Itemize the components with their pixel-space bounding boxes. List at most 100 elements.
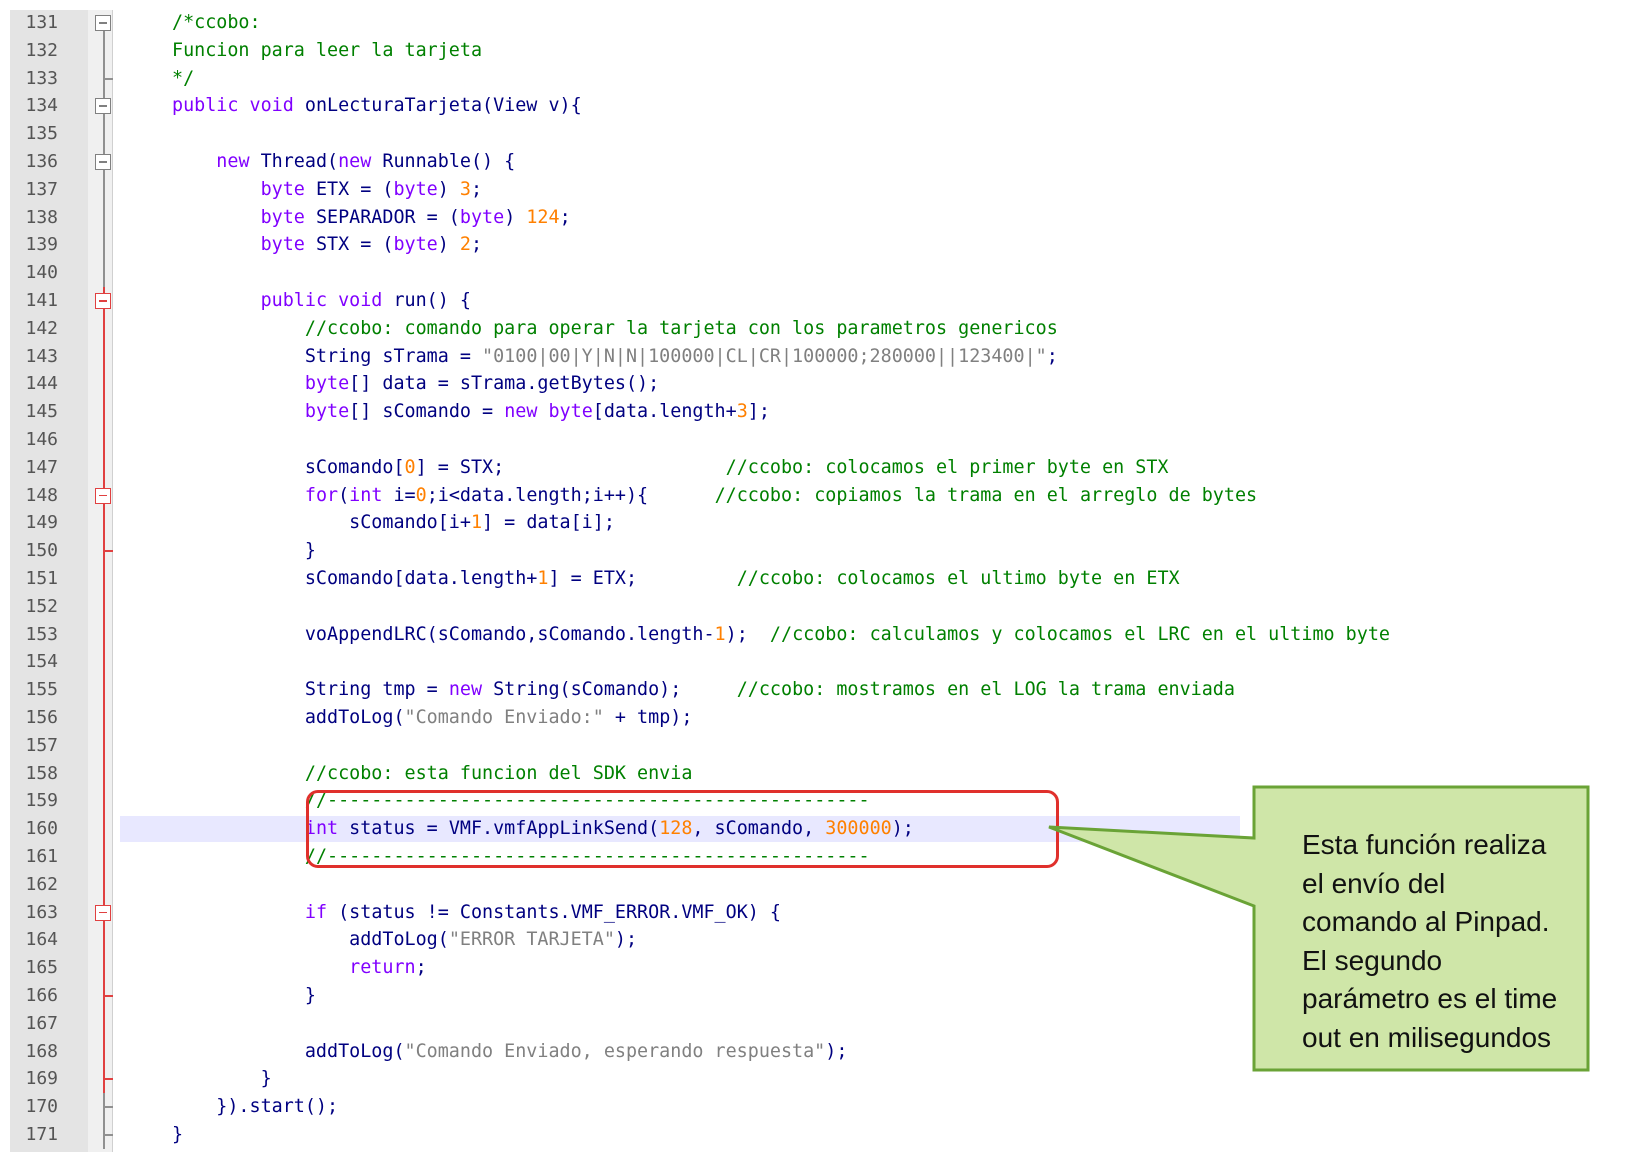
line-number: 138 [25, 206, 58, 228]
code-text[interactable]: int status = VMF.vmfAppLinkSend(128, sCo… [172, 815, 914, 843]
code-text[interactable]: for(int i=0;i<data.length;i++){ //ccobo:… [172, 482, 1257, 510]
code-text[interactable]: byte SEPARADOR = (byte) 124; [172, 204, 571, 232]
code-line[interactable]: 168 addToLog("Comando Enviado, esperando… [0, 1037, 1648, 1066]
code-text[interactable]: }).start(); [172, 1093, 338, 1121]
code-text[interactable]: //--------------------------------------… [172, 787, 870, 815]
code-line[interactable]: 141 public void run() { [0, 287, 1648, 315]
code-line[interactable]: 151 sComando[data.length+1] = ETX; //cco… [0, 565, 1648, 593]
code-text[interactable]: sComando[i+1] = data[i]; [172, 509, 615, 537]
code-text[interactable]: } [172, 1065, 272, 1093]
code-line[interactable]: 147 sComando[0] = STX; //ccobo: colocamo… [0, 453, 1648, 482]
code-text[interactable]: voAppendLRC(sComando,sComando.length-1);… [172, 621, 1390, 649]
code-line[interactable]: 138 byte SEPARADOR = (byte) 124; [0, 203, 1648, 232]
code-line[interactable]: 154 [0, 648, 1648, 677]
code-line[interactable]: 166 } [0, 982, 1648, 1010]
fold-toggle-icon[interactable] [95, 98, 111, 115]
code-line[interactable]: 137 byte ETX = (byte) 3; [0, 175, 1648, 204]
line-number: 165 [25, 957, 58, 979]
line-number: 131 [25, 12, 58, 33]
line-number: 152 [25, 595, 58, 617]
code-text[interactable]: byte[] data = sTrama.getBytes(); [172, 370, 659, 398]
code-line[interactable]: 158 //ccobo: esta funcion del SDK envia [0, 759, 1648, 788]
callout-line: El segundo [1302, 944, 1443, 976]
code-text[interactable]: String sTrama = "0100|00|Y|N|N|100000|CL… [172, 343, 1058, 371]
code-line[interactable]: 149 sComando[i+1] = data[i]; [0, 509, 1648, 538]
code-token: sComando[i+ [172, 512, 471, 534]
code-token: 124 [526, 206, 560, 228]
code-line[interactable]: 131 /*ccobo: [0, 9, 1648, 37]
code-token: voAppendLRC(sComando,sComando.length- [172, 623, 715, 645]
fold-toggle-icon[interactable] [95, 904, 111, 921]
code-text[interactable]: sComando[data.length+1] = ETX; //ccobo: … [172, 565, 1180, 593]
code-line[interactable]: 157 [0, 731, 1648, 760]
code-line[interactable]: 165 return; [0, 954, 1648, 982]
code-text[interactable]: } [172, 1121, 183, 1149]
code-line[interactable]: 133*/ [0, 64, 1648, 93]
code-line[interactable]: 150 } [0, 537, 1648, 565]
code-text[interactable]: //ccobo: comando para operar la tarjeta … [172, 315, 1058, 343]
fold-toggle-icon[interactable] [95, 293, 111, 309]
code-token: [] sComando = [349, 401, 505, 423]
fold-toggle-icon[interactable] [95, 15, 111, 31]
code-text[interactable]: //--------------------------------------… [172, 843, 870, 871]
code-token: byte [260, 206, 305, 228]
code-text[interactable]: byte STX = (byte) 2; [172, 231, 482, 259]
code-text[interactable]: */ [172, 65, 194, 93]
code-text[interactable]: public void run() { [172, 287, 471, 315]
fold-toggle-icon[interactable] [95, 154, 111, 170]
code-text[interactable]: sComando[0] = STX; //ccobo: colocamos el… [172, 454, 1169, 482]
code-line[interactable]: 144 byte[] data = sTrama.getBytes(); [0, 370, 1648, 399]
code-line[interactable]: 135 [0, 120, 1648, 148]
fold-line [103, 342, 105, 371]
code-text[interactable]: new Thread(new Runnable() { [172, 148, 515, 176]
code-line[interactable]: 139 byte STX = (byte) 2; [0, 231, 1648, 260]
code-text[interactable]: return; [172, 954, 427, 982]
code-line[interactable]: 153 voAppendLRC(sComando,sComando.length… [0, 620, 1648, 649]
code-line[interactable]: 155 String tmp = new String(sComando); /… [0, 676, 1648, 704]
code-text[interactable]: byte[] sComando = new byte[data.length+3… [172, 398, 770, 426]
line-number: 156 [25, 707, 58, 728]
code-line[interactable]: 136 new Thread(new Runnable() { [0, 148, 1648, 176]
code-line[interactable]: 145 byte[] sComando = new byte[data.leng… [0, 398, 1648, 426]
code-text[interactable]: /*ccobo: [172, 9, 261, 37]
code-token: 1 [470, 512, 483, 534]
fold-toggle-icon[interactable] [95, 487, 111, 504]
code-token: ]; [747, 401, 770, 423]
line-number: 160 [25, 818, 58, 840]
code-line[interactable]: 148 for(int i=0;i<data.length;i++){ //cc… [0, 481, 1648, 510]
code-token: (status != Constants.VMF_ERROR.VMF_OK) { [327, 901, 781, 923]
code-line[interactable]: 159 //----------------------------------… [0, 787, 1648, 816]
code-text[interactable]: } [172, 982, 316, 1010]
code-text[interactable]: if (status != Constants.VMF_ERROR.VMF_OK… [172, 899, 781, 927]
code-text[interactable]: //ccobo: esta funcion del SDK envia [172, 760, 693, 788]
code-line[interactable]: 152 [0, 592, 1648, 621]
code-line[interactable]: 162 [0, 870, 1648, 899]
fold-line [103, 287, 105, 293]
code-text[interactable]: } [172, 537, 316, 565]
code-line[interactable]: 171} [0, 1121, 1648, 1149]
code-line[interactable]: 164 addToLog("ERROR TARJETA"); [0, 926, 1648, 955]
code-text[interactable]: String tmp = new String(sComando); //cco… [172, 676, 1235, 704]
code-text[interactable]: addToLog("Comando Enviado:" + tmp); [172, 704, 693, 732]
code-text[interactable]: public void onLecturaTarjeta(View v){ [172, 92, 582, 120]
code-line[interactable]: 167 [0, 1009, 1648, 1038]
code-text[interactable]: addToLog("Comando Enviado, esperando res… [172, 1038, 848, 1066]
code-line[interactable]: 170 }).start(); [0, 1093, 1648, 1121]
code-line[interactable]: 142 //ccobo: comando para operar la tarj… [0, 314, 1648, 343]
code-line[interactable]: 163 if (status != Constants.VMF_ERROR.VM… [0, 898, 1648, 927]
fold-line [103, 259, 105, 287]
code-text[interactable]: byte ETX = (byte) 3; [172, 176, 482, 204]
code-line[interactable]: 143 String sTrama = "0100|00|Y|N|N|10000… [0, 342, 1648, 371]
code-line[interactable]: 146 [0, 426, 1648, 454]
code-line[interactable]: 161 //----------------------------------… [0, 843, 1648, 871]
code-line[interactable]: 140 [0, 259, 1648, 287]
code-line[interactable]: 156 addToLog("Comando Enviado:" + tmp); [0, 704, 1648, 732]
code-line[interactable]: 169 } [0, 1065, 1648, 1094]
code-text[interactable]: Funcion para leer la tarjeta [172, 37, 482, 65]
fold-line [103, 870, 105, 899]
code-text[interactable]: addToLog("ERROR TARJETA"); [172, 926, 637, 954]
fold-line [103, 398, 105, 426]
